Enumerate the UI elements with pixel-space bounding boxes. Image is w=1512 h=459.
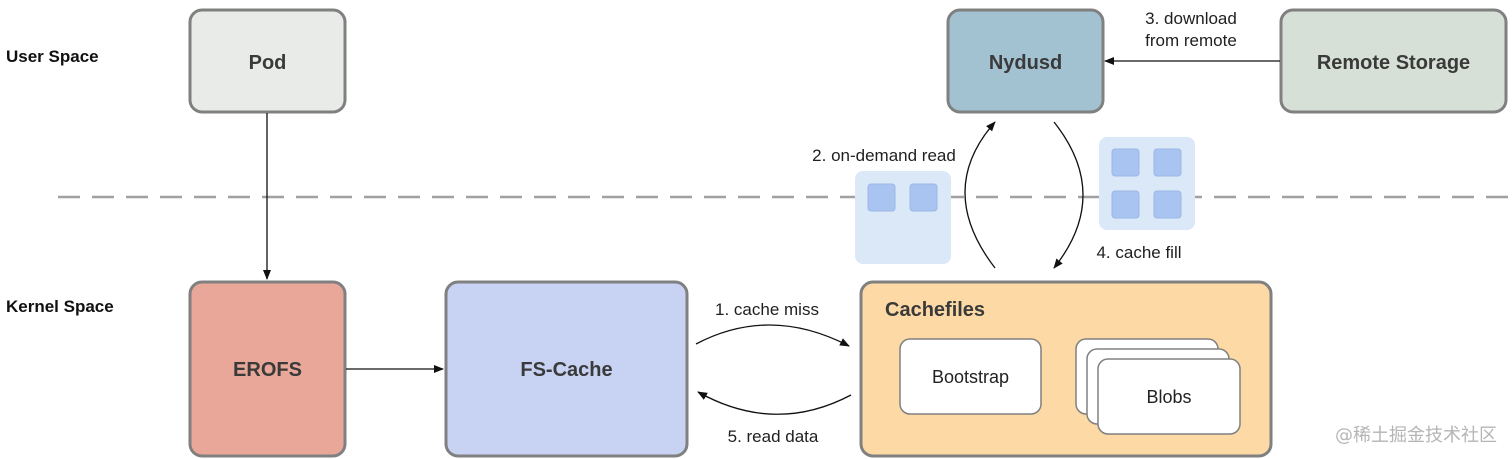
watermark: @稀土掘金技术社区: [1335, 425, 1497, 446]
blobs-stack: Blobs: [1075, 338, 1241, 435]
on-demand-read-label: 2. on-demand read: [812, 146, 956, 165]
cache-fill-label: 4. cache fill: [1096, 243, 1181, 262]
erofs-label: EROFS: [233, 359, 302, 381]
remote-storage-node: Remote Storage: [1279, 8, 1508, 114]
user-space-label: User Space: [6, 47, 99, 66]
nydusd-label: Nydusd: [989, 52, 1062, 74]
data-blocks-icon-small: [855, 171, 951, 264]
cachefiles-node: Cachefiles Bootstrap Blobs: [859, 280, 1273, 458]
cache-fill-arrow: [1053, 121, 1084, 269]
cache-miss-arrow: [695, 324, 850, 347]
download-label-line1: 3. download: [1145, 9, 1237, 28]
read-data-label: 5. read data: [728, 427, 819, 446]
cache-miss-label: 1. cache miss: [715, 300, 819, 319]
kernel-space-label: Kernel Space: [6, 297, 114, 316]
read-data-arrow: [697, 391, 852, 415]
on-demand-read-arrow: [964, 121, 996, 269]
remote-storage-label: Remote Storage: [1317, 52, 1470, 74]
download-label-line2: from remote: [1145, 31, 1237, 50]
bootstrap-box: Bootstrap: [899, 338, 1042, 415]
fs-cache-node: FS-Cache: [444, 280, 689, 458]
bootstrap-label: Bootstrap: [932, 367, 1009, 387]
cachefiles-label: Cachefiles: [885, 299, 985, 321]
erofs-node: EROFS: [188, 280, 347, 458]
blobs-label: Blobs: [1146, 387, 1191, 407]
pod-label: Pod: [249, 52, 287, 74]
fs-cache-label: FS-Cache: [520, 359, 612, 381]
data-blocks-icon-large: [1099, 137, 1195, 230]
nydusd-node: Nydusd: [946, 8, 1105, 114]
pod-node: Pod: [188, 8, 347, 114]
